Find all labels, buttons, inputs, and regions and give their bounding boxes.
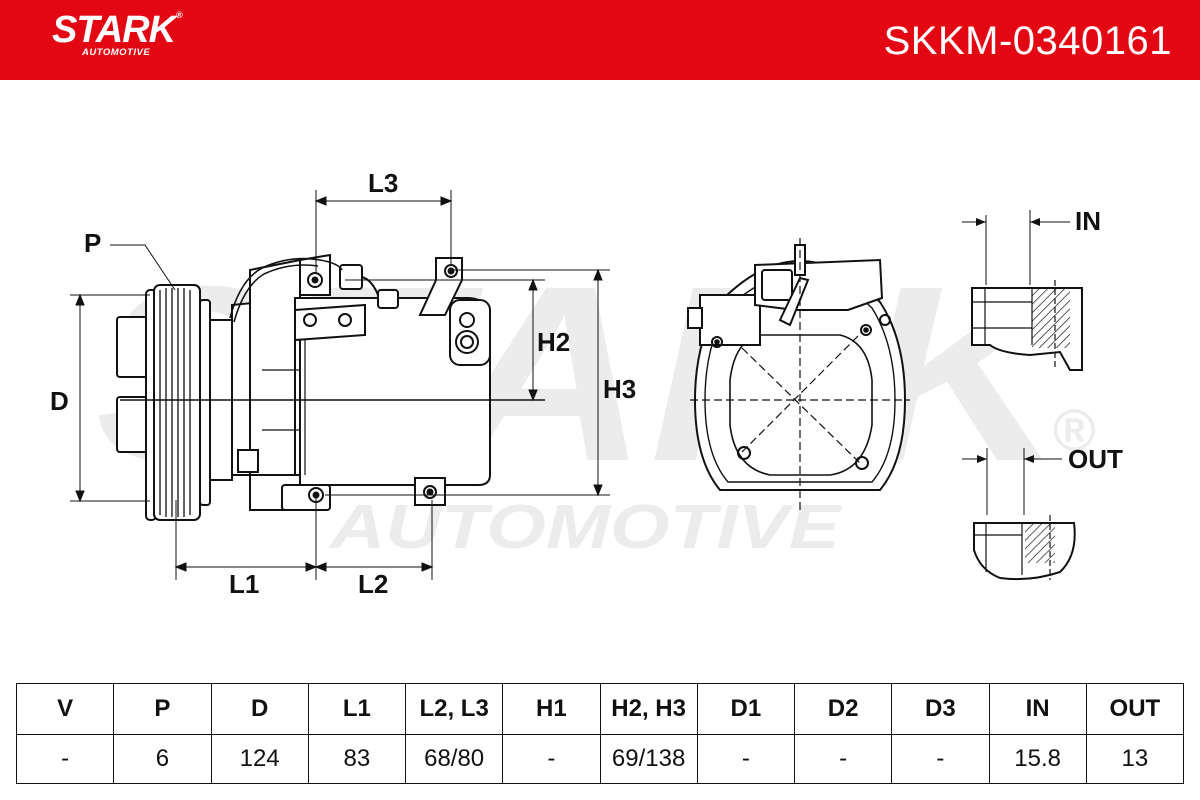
- label-l3: L3: [368, 168, 398, 198]
- label-out: OUT: [1068, 444, 1123, 474]
- product-sku: SKKM-0340161: [883, 19, 1172, 63]
- spec-value-row: - 6 124 83 68/80 - 69/138 - - - 15.8 13: [15, 734, 1185, 784]
- label-in: IN: [1075, 206, 1101, 236]
- spec-header-cell: V: [15, 683, 115, 735]
- out-port-section: [962, 448, 1076, 581]
- spec-header-cell: D1: [696, 683, 796, 735]
- compressor-rear-view: [687, 238, 910, 510]
- label-h3: H3: [603, 374, 636, 404]
- label-l1: L1: [229, 569, 259, 599]
- spec-header-cell: D3: [891, 683, 990, 735]
- spec-value-cell: 83: [307, 734, 407, 784]
- spec-value-cell: 6: [113, 734, 212, 784]
- spec-header-cell: IN: [988, 683, 1087, 735]
- brand-subtitle: AUTOMOTIVE: [82, 47, 151, 58]
- spec-header-cell: H1: [502, 683, 601, 735]
- spec-header-cell: L2, L3: [404, 683, 504, 735]
- spec-value-cell: -: [696, 734, 796, 784]
- spec-value-cell: 68/80: [404, 734, 504, 784]
- in-port-section: [962, 210, 1083, 371]
- dimension-lines-side: [70, 190, 610, 580]
- label-p: P: [84, 228, 101, 258]
- spec-header-cell: L1: [307, 683, 407, 735]
- spec-value-cell: -: [502, 734, 601, 784]
- spec-table: V P D L1 L2, L3 H1 H2, H3 D1 D2 D3 IN OU…: [15, 683, 1185, 784]
- spec-value-cell: 15.8: [988, 734, 1087, 784]
- spec-value-cell: -: [793, 734, 893, 784]
- watermark-sub: AUTOMOTIVE: [328, 493, 843, 562]
- spec-value-cell: -: [15, 734, 115, 784]
- label-l2: L2: [358, 569, 388, 599]
- spec-header-cell: D: [210, 683, 309, 735]
- label-h2: H2: [537, 327, 570, 357]
- spec-header-row: V P D L1 L2, L3 H1 H2, H3 D1 D2 D3 IN OU…: [15, 683, 1185, 735]
- label-d: D: [50, 386, 69, 416]
- spec-header-cell: P: [113, 683, 212, 735]
- spec-value-cell: -: [891, 734, 990, 784]
- spec-value-cell: 69/138: [599, 734, 698, 784]
- brand-logo: STARK® AUTOMOTIVE: [52, 10, 183, 58]
- watermark-registered: ®: [1052, 398, 1095, 463]
- header-bar: STARK® AUTOMOTIVE SKKM-0340161: [0, 0, 1200, 80]
- spec-header-cell: OUT: [1085, 683, 1185, 735]
- brand-name: STARK: [52, 9, 176, 51]
- brand-registered-mark: ®: [176, 10, 183, 20]
- spec-header-cell: H2, H3: [599, 683, 698, 735]
- spec-value-cell: 13: [1085, 734, 1185, 784]
- compressor-side-view: [116, 253, 545, 521]
- spec-header-cell: D2: [793, 683, 893, 735]
- technical-drawing: STARK AUTOMOTIVE ®: [50, 168, 1123, 599]
- spec-value-cell: 124: [210, 734, 309, 784]
